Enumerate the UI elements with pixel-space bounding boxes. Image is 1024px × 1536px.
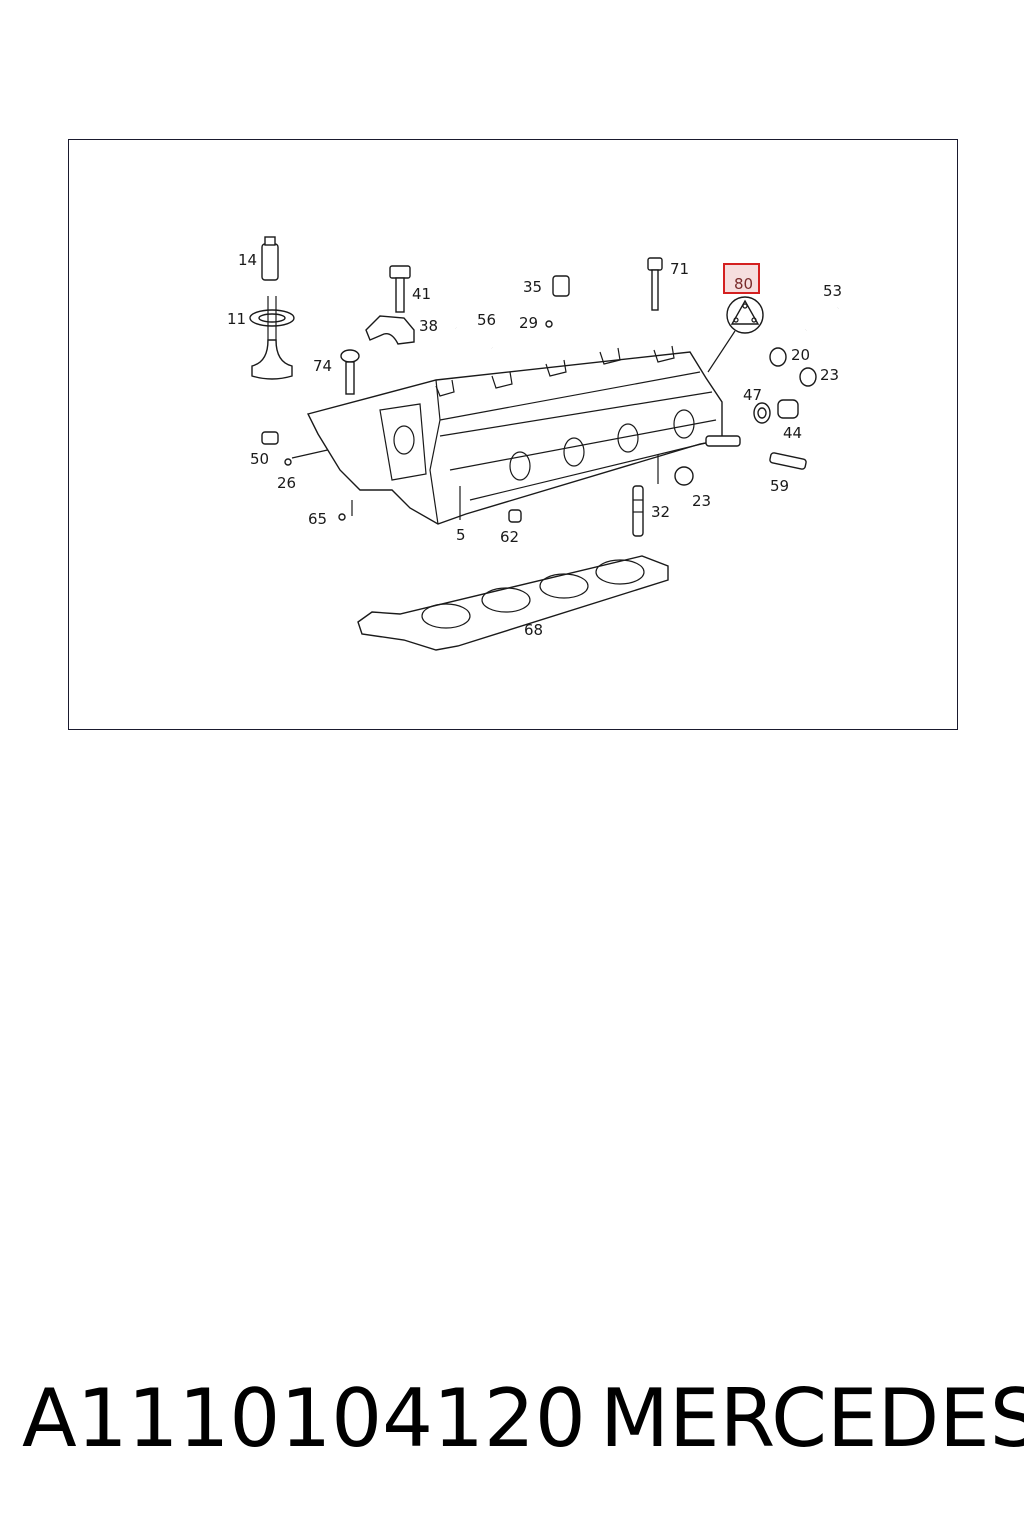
highlight-box-80 [723,263,760,294]
part-23-lower-plug [674,466,694,486]
label-20: 20 [791,346,810,364]
label-14: 14 [238,251,257,269]
part-number: A1110104120 [22,1372,586,1465]
label-53: 53 [823,282,842,300]
part-38-bearing-cap [365,315,415,345]
label-23-top: 23 [820,366,839,384]
caption: A1110104120 MERCEDES [22,1372,1024,1468]
part-59-stud [769,452,807,470]
label-44: 44 [783,424,802,442]
label-32: 32 [651,503,670,521]
part-68-head-gasket [357,555,669,651]
part-29-ring [545,320,553,328]
label-65: 65 [308,510,327,528]
label-74: 74 [313,357,332,375]
label-41: 41 [412,285,431,303]
part-53-stud [805,306,839,332]
diagram-frame [68,139,958,730]
part-41-bolt [389,265,411,313]
part-56-stud [455,326,493,350]
label-38: 38 [419,317,438,335]
brand-name: MERCEDES [600,1372,1024,1465]
part-47-seal [753,402,771,424]
part-32-injector [632,485,644,537]
part-14-lifter [261,236,279,281]
part-26-ring [284,458,292,466]
label-59: 59 [770,477,789,495]
label-62: 62 [500,528,519,546]
part-23-plug [799,367,817,387]
part-50-sleeve [261,431,279,445]
part-62-plug [508,509,522,523]
part-5-cylinder-head [306,345,741,525]
label-47: 47 [743,386,762,404]
label-11: 11 [227,310,246,328]
part-44-plug [777,399,799,419]
label-56: 56 [477,311,496,329]
label-35: 35 [523,278,542,296]
label-80: 80 [734,275,753,293]
part-80-cover-disc [707,296,764,373]
label-23-bottom: 23 [692,492,711,510]
part-11-valve [249,296,295,380]
part-65-ring [338,513,346,521]
label-50: 50 [250,450,269,468]
label-71: 71 [670,260,689,278]
part-20-plug [769,347,787,367]
label-29: 29 [519,314,538,332]
part-35-sleeve [552,275,570,297]
part-71-bolt [647,257,663,311]
label-68: 68 [524,621,543,639]
part-74-screw [340,349,360,395]
label-5: 5 [456,526,466,544]
label-26: 26 [277,474,296,492]
